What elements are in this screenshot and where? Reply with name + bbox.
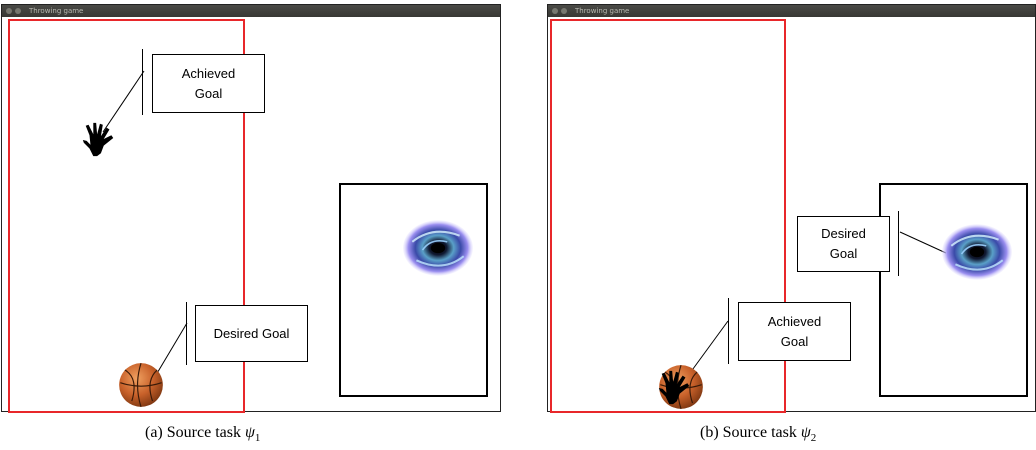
caption-subscript: 2 xyxy=(810,432,817,445)
minimize-window-button[interactable] xyxy=(561,8,567,14)
game-window-a: Throwing game Achieved Goal Desired Goal xyxy=(1,4,501,413)
basketball-icon[interactable] xyxy=(118,362,164,408)
callout-label: Desired Goal xyxy=(213,325,290,341)
window-title: Throwing game xyxy=(575,7,630,15)
desired-goal-callout: Desired Goal xyxy=(195,305,308,362)
callout-bar xyxy=(898,211,899,276)
target-zone xyxy=(339,183,488,397)
callout-bar xyxy=(142,49,143,115)
portal-icon xyxy=(941,223,1013,281)
desired-goal-callout: Desired Goal xyxy=(797,216,890,272)
close-window-button[interactable] xyxy=(6,8,12,14)
caption-subscript: 1 xyxy=(254,432,261,445)
close-window-button[interactable] xyxy=(552,8,558,14)
target-zone xyxy=(879,183,1028,397)
caption-text: (a) Source task xyxy=(145,424,245,441)
annotation-lines xyxy=(689,231,947,374)
callout-label: Achieved Goal xyxy=(767,313,822,349)
game-window-b: Throwing game Desired Goal Achieved Goal xyxy=(547,4,1036,413)
hand-icon[interactable] xyxy=(80,120,118,158)
caption-b: (b) Source task ψ2 xyxy=(700,424,816,444)
callout-label: Desired Goal xyxy=(821,226,866,261)
annotation-lines xyxy=(102,70,188,376)
throw-zone xyxy=(550,19,786,413)
window-titlebar: Throwing game xyxy=(2,5,500,17)
throw-zone xyxy=(8,19,245,413)
minimize-window-button[interactable] xyxy=(15,8,21,14)
callout-label: Achieved Goal xyxy=(181,65,236,101)
window-titlebar: Throwing game xyxy=(548,5,1035,17)
callout-bar xyxy=(728,298,729,364)
callout-bar xyxy=(186,302,187,365)
hand-icon[interactable] xyxy=(656,368,694,406)
caption-symbol: ψ xyxy=(244,424,255,441)
caption-a: (a) Source task ψ1 xyxy=(145,424,260,444)
caption-text: (b) Source task xyxy=(700,424,801,441)
caption-symbol: ψ xyxy=(800,424,811,441)
window-title: Throwing game xyxy=(29,7,84,15)
portal-icon xyxy=(402,219,474,277)
achieved-goal-callout: Achieved Goal xyxy=(152,54,265,113)
achieved-goal-callout: Achieved Goal xyxy=(738,302,851,361)
